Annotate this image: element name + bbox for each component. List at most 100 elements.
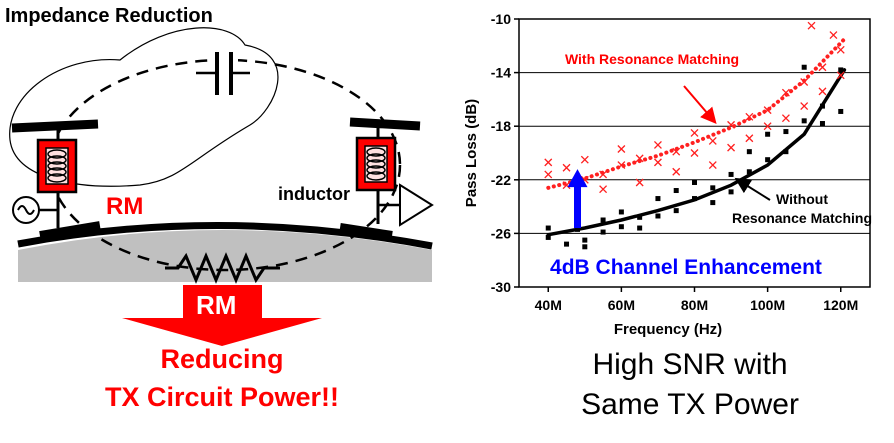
x-marker-stroke [836,45,845,54]
data-point-without-rm [838,67,844,73]
x-marker-stroke [635,154,644,163]
arrow-rm-label: RM [196,290,237,320]
enhancement-arrow [567,169,588,229]
rm-down-arrow [122,285,322,346]
data-point-with-rm [818,63,827,72]
enhancement-arrow-shaft [574,185,581,229]
result-line1: Reducing [160,344,284,374]
data-point-without-rm [673,208,679,214]
with-rm-annotation: With Resonance Matching [565,51,739,67]
x-marker-stroke [727,143,736,152]
x-marker-stroke [781,88,790,97]
data-point-with-rm [708,136,717,145]
x-marker-stroke [818,63,827,72]
data-point-without-rm [655,213,661,219]
data-point-with-rm [807,21,816,30]
data-points [544,21,845,250]
caption-line1: High SNR with [592,348,788,381]
data-point-with-rm [727,120,736,129]
x-tick-label: 60M [608,297,635,313]
right-coil-icon [366,147,386,181]
x-marker-stroke [617,145,626,153]
data-point-with-rm [745,112,754,121]
left-diagram [9,27,434,346]
enhancement-arrow-head [567,169,588,188]
data-point-with-rm [653,158,662,167]
y-tick-label: -30 [491,279,511,295]
data-point-with-rm [745,134,754,143]
data-point-without-rm [783,149,789,155]
x-marker-stroke [800,102,809,111]
without-rm-pointer [734,177,771,201]
x-tick-label: 120M [823,297,858,313]
x-marker-stroke [690,128,699,137]
x-marker-stroke [580,155,589,164]
data-point-without-rm [575,226,580,232]
data-point-without-rm [746,149,752,155]
data-point-without-rm [637,225,643,231]
data-point-without-rm [673,188,679,194]
capacitor-gap [208,55,238,85]
without-rm-annotation-line2: Resonance Matching [732,210,872,226]
data-point-without-rm [801,64,807,70]
data-point-without-rm [655,196,661,202]
data-point-with-rm [800,102,809,111]
data-point-without-rm [801,118,807,124]
x-marker-stroke [653,141,662,149]
diagram-title: Impedance Reduction [5,5,213,27]
data-point-with-rm [599,170,608,179]
y-tick-label: -26 [491,225,511,241]
y-tick-label: -14 [491,65,511,81]
x-marker-stroke [653,158,662,167]
x-marker-stroke [829,31,838,40]
caption-line2: Same TX Power [581,388,799,421]
data-point-with-rm [635,154,644,163]
data-point-with-rm [690,128,699,137]
data-point-without-rm [728,171,734,177]
x-marker-stroke [818,87,827,96]
data-point-with-rm [672,167,681,176]
y-tick-label: -18 [491,118,511,134]
data-point-without-rm [819,121,825,127]
y-tick-label: -10 [491,11,511,27]
data-point-without-rm [564,241,570,247]
data-point-with-rm [836,45,845,54]
x-marker-stroke [562,181,571,190]
x-marker-stroke [635,178,644,187]
data-point-with-rm [672,147,681,156]
x-marker-stroke [708,136,717,145]
resistor-zigzag [165,252,280,284]
x-marker-stroke [745,134,754,143]
y-axis-label: Pass Loss (dB) [463,99,480,207]
x-marker-stroke [807,21,816,30]
result-line2: TX Circuit Power!! [104,382,340,412]
right-electrode [339,223,393,241]
data-point-without-rm [600,217,606,223]
data-point-without-rm [582,237,588,243]
data-point-without-rm [618,209,624,215]
data-point-without-rm [545,225,551,231]
x-marker-stroke [672,167,681,176]
data-point-with-rm [580,155,589,164]
x-marker-stroke [617,161,626,170]
data-point-with-rm [690,149,699,157]
y-tick-label: -22 [491,172,511,188]
data-point-with-rm [653,141,662,149]
data-point-without-rm [819,103,825,109]
data-point-with-rm [763,122,772,131]
x-marker-stroke [672,147,681,156]
data-point-without-rm [838,108,844,114]
without-rm-annotation-line1: Without [776,191,828,207]
data-point-with-rm [727,143,736,152]
x-marker-stroke [727,120,736,129]
x-tick-label: 40M [535,297,562,313]
data-point-with-rm [836,71,845,80]
x-marker-stroke [745,112,754,121]
x-marker-stroke [562,163,571,172]
data-point-without-rm [582,244,588,250]
data-point-with-rm [544,170,553,179]
rm-label: RM [106,193,144,220]
data-point-with-rm [781,114,790,123]
